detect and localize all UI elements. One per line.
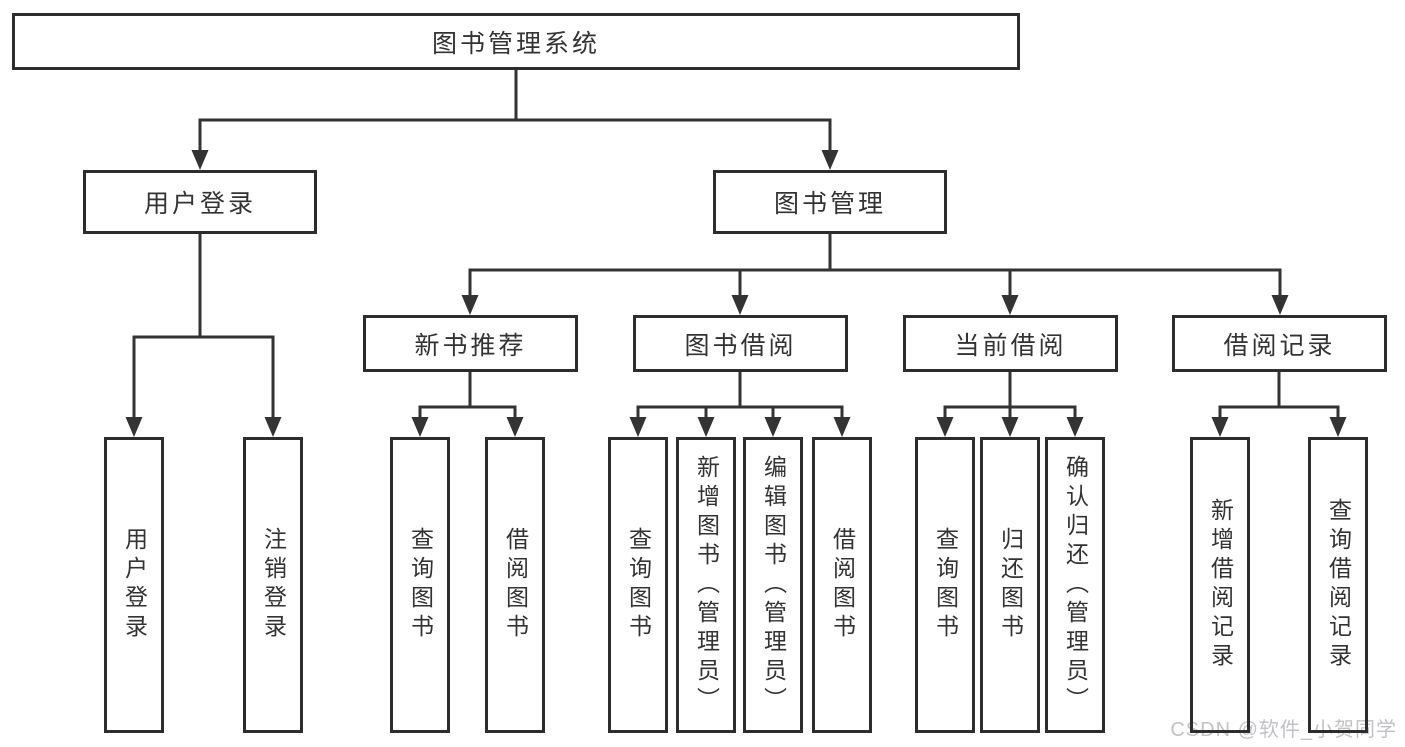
node-user-login: 用户登录 [83,170,317,234]
node-book-borrowing: 图书借阅 [633,315,848,372]
leaf-confirm-return-admin: 确认归还（管理员） [1045,437,1105,733]
node-library-management-system: 图书管理系统 [12,13,1020,70]
node-book-management: 图书管理 [713,170,947,234]
node-borrowing-records: 借阅记录 [1172,315,1387,372]
leaf-add-books-admin: 新增图书（管理员） [676,437,736,733]
leaf-user-login: 用户登录 [104,437,164,733]
leaf-query-books-borrowing: 查询图书 [608,437,668,733]
leaf-query-borrowing-record: 查询借阅记录 [1308,437,1368,733]
leaf-edit-books-admin: 编辑图书（管理员） [743,437,803,733]
leaf-query-books-current: 查询图书 [915,437,975,733]
leaf-borrow-books-borrowing: 借阅图书 [812,437,872,733]
leaf-query-books-recommend: 查询图书 [390,437,450,733]
node-current-borrowing: 当前借阅 [903,315,1118,372]
node-new-book-recommendation: 新书推荐 [363,315,578,372]
leaf-add-borrowing-record: 新增借阅记录 [1190,437,1250,733]
leaf-logout: 注销登录 [243,437,303,733]
leaf-borrow-books-recommend: 借阅图书 [485,437,545,733]
csdn-watermark: CSDN @软件_小贺同学 [1170,719,1397,741]
leaf-return-books: 归还图书 [980,437,1040,733]
